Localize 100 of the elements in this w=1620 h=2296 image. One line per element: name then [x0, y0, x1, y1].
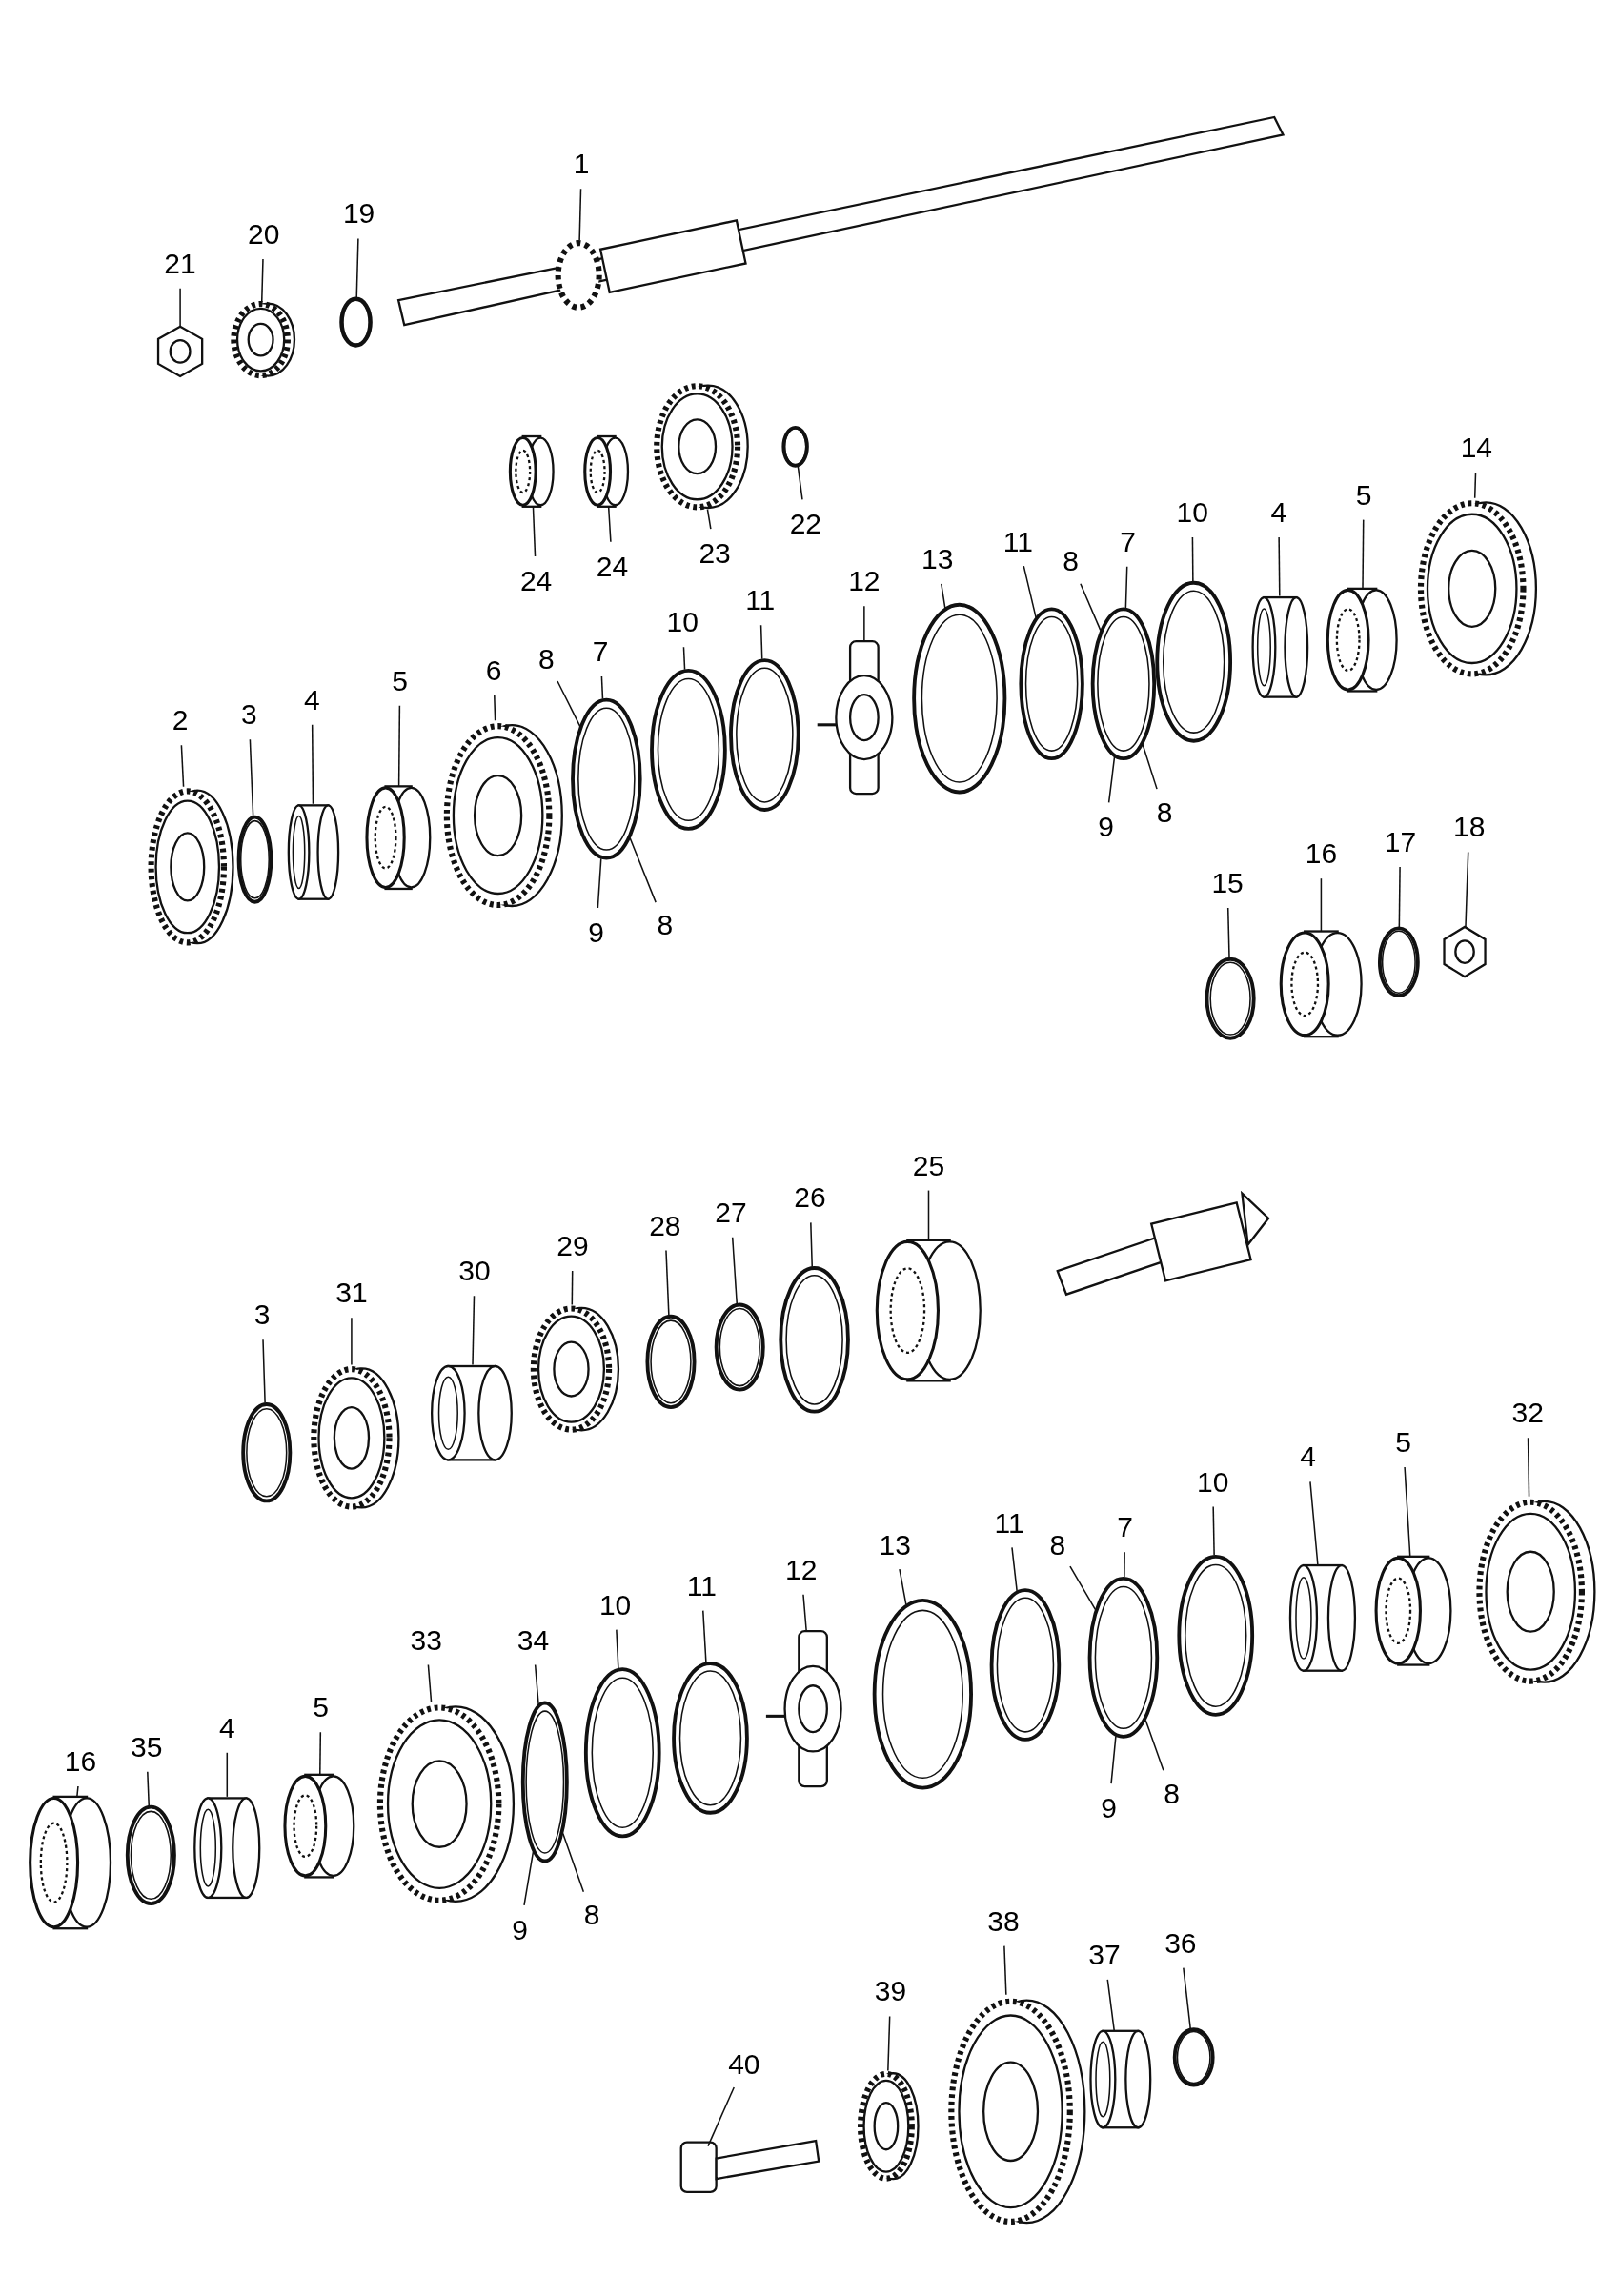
- gear-drawing: [443, 723, 563, 909]
- bearing-drawing: [1279, 930, 1363, 1038]
- leader-line: [226, 1752, 229, 1798]
- leader-line: [319, 1731, 322, 1776]
- leader-line: [351, 1317, 353, 1366]
- callout-number: 28: [649, 1211, 681, 1240]
- leader-line: [1309, 1480, 1319, 1565]
- leader-line: [147, 1770, 150, 1807]
- callout-number: 4: [1270, 497, 1287, 527]
- callout-number: 3: [253, 1300, 271, 1330]
- callout-number: 10: [1176, 497, 1208, 527]
- leader-line: [355, 237, 359, 298]
- callout-number: 9: [588, 918, 604, 948]
- callout-number: 26: [794, 1183, 826, 1213]
- leader-line: [1465, 851, 1469, 928]
- leader-line: [899, 1568, 907, 1605]
- callout-number: 20: [248, 219, 280, 249]
- ring-drawing: [520, 1701, 569, 1863]
- callout-number: 39: [874, 1977, 907, 2006]
- callout-number: 18: [1453, 813, 1486, 842]
- ring-drawing: [650, 669, 727, 831]
- bearing-drawing: [1326, 587, 1398, 693]
- callout-number: 25: [912, 1151, 945, 1180]
- gear-drawing: [148, 788, 234, 946]
- ring-drawing: [1090, 607, 1157, 761]
- leader-line: [1142, 743, 1158, 790]
- leader-line: [1023, 565, 1037, 618]
- callout-number: 7: [1120, 527, 1136, 556]
- leader-line: [1110, 1735, 1117, 1784]
- leader-line: [532, 505, 537, 557]
- leader-line: [562, 1832, 585, 1893]
- leader-line: [472, 1295, 476, 1366]
- leader-line: [629, 837, 657, 903]
- ring-drawing: [1172, 2027, 1215, 2087]
- ring-drawing: [672, 1662, 749, 1815]
- callout-number: 5: [313, 1693, 329, 1722]
- leader-line: [1226, 907, 1230, 958]
- callout-number: 13: [879, 1530, 911, 1560]
- leader-line: [759, 624, 763, 660]
- leader-line: [597, 857, 602, 909]
- callout-number: 33: [410, 1625, 442, 1655]
- callout-number: 14: [1460, 433, 1493, 463]
- callout-number: 24: [596, 552, 629, 581]
- gear-drawing: [376, 1704, 516, 1903]
- bearing-drawing: [29, 1795, 112, 1930]
- callout-number: 27: [715, 1198, 747, 1227]
- leader-line: [249, 738, 254, 817]
- callout-number: 24: [519, 567, 553, 596]
- gear-drawing: [1417, 500, 1538, 677]
- leader-line: [1106, 1979, 1115, 2031]
- callout-number: 19: [342, 199, 375, 229]
- callout-number: 11: [686, 1571, 717, 1601]
- ring-drawing: [125, 1804, 176, 1905]
- callout-number: 23: [699, 539, 731, 568]
- leader-line: [1124, 1551, 1125, 1579]
- callout-number: 7: [592, 637, 609, 666]
- callout-number: 13: [921, 545, 954, 574]
- leader-line: [1527, 1437, 1530, 1498]
- gear-drawing: [311, 1366, 400, 1510]
- leader-line: [1320, 877, 1323, 933]
- callout-number: 9: [1098, 813, 1114, 842]
- callout-number: 10: [598, 1590, 632, 1620]
- callout-number: 30: [458, 1257, 491, 1286]
- leader-line: [682, 646, 686, 671]
- callout-number: 15: [1211, 868, 1244, 897]
- ring-drawing: [779, 1266, 850, 1414]
- hub-drawing: [817, 640, 894, 796]
- leader-line: [810, 1221, 813, 1268]
- leader-line: [607, 505, 612, 543]
- callout-number: 37: [1088, 1941, 1121, 1969]
- leader-line: [1473, 472, 1477, 499]
- sleeve-drawing: [1089, 2029, 1152, 2129]
- callout-number: 8: [583, 1901, 600, 1930]
- leader-line: [557, 680, 581, 727]
- gear-drawing: [948, 1998, 1086, 2225]
- ring-drawing: [583, 1667, 661, 1839]
- callout-number: 21: [164, 249, 196, 278]
- sleeve-drawing: [193, 1797, 261, 1900]
- gear-drawing: [858, 2070, 920, 2182]
- leader-line: [863, 605, 865, 642]
- callout-number: 22: [789, 510, 822, 539]
- bearing-drawing: [508, 434, 555, 508]
- gear-drawing: [1476, 1499, 1596, 1684]
- callout-number: 11: [1002, 527, 1033, 556]
- gear-drawing: [654, 383, 749, 511]
- callout-number: 4: [304, 685, 320, 715]
- leader-line: [262, 1339, 266, 1404]
- leader-line: [706, 508, 712, 530]
- leader-line: [1144, 1719, 1164, 1771]
- ring-drawing: [1155, 580, 1233, 743]
- callout-number: 9: [512, 1915, 528, 1944]
- leader-line: [927, 1189, 930, 1241]
- ring-drawing: [1087, 1576, 1160, 1739]
- leader-line: [616, 1628, 619, 1669]
- leader-line: [571, 1270, 574, 1306]
- callout-number: 10: [1197, 1467, 1229, 1497]
- bearing-drawing: [1374, 1555, 1452, 1666]
- leader-line: [1124, 566, 1128, 609]
- ring-drawing: [714, 1302, 765, 1392]
- sleeve-drawing: [287, 804, 340, 900]
